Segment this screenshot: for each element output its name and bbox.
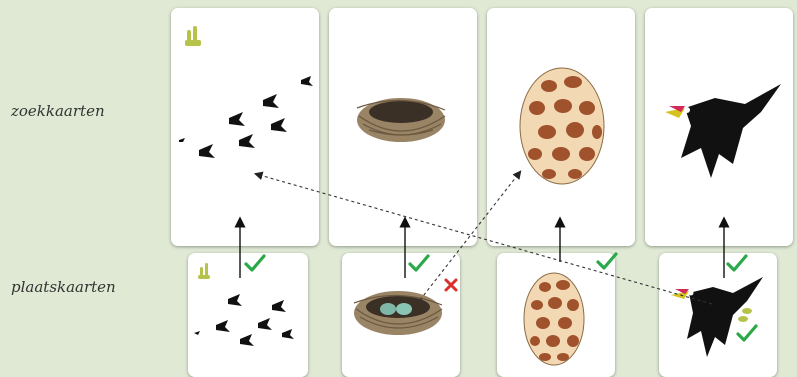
place-card-footprints[interactable] [188, 253, 308, 377]
nest-icon [329, 8, 477, 246]
place-card-spotted-egg[interactable] [497, 253, 615, 377]
spotted-egg-icon [497, 253, 615, 377]
search-card-footprints[interactable] [171, 8, 319, 246]
footprints-icon [188, 253, 308, 377]
spotted-egg-icon [487, 8, 635, 246]
hornbill-icon [659, 253, 777, 377]
footprints-icon [171, 8, 319, 246]
search-cards-row-label: zoekkaarten [11, 102, 105, 120]
dashed-link-hornbill-to-footprints [256, 174, 712, 304]
search-card-hornbill[interactable] [645, 8, 793, 246]
nest-with-eggs-icon [342, 253, 460, 377]
hornbill-icon [645, 8, 793, 246]
place-card-hornbill[interactable] [659, 253, 777, 377]
search-card-spotted-egg[interactable] [487, 8, 635, 246]
place-card-nest-with-eggs[interactable] [342, 253, 460, 377]
search-card-nest[interactable] [329, 8, 477, 246]
place-cards-row-label: plaatskaarten [11, 278, 116, 296]
